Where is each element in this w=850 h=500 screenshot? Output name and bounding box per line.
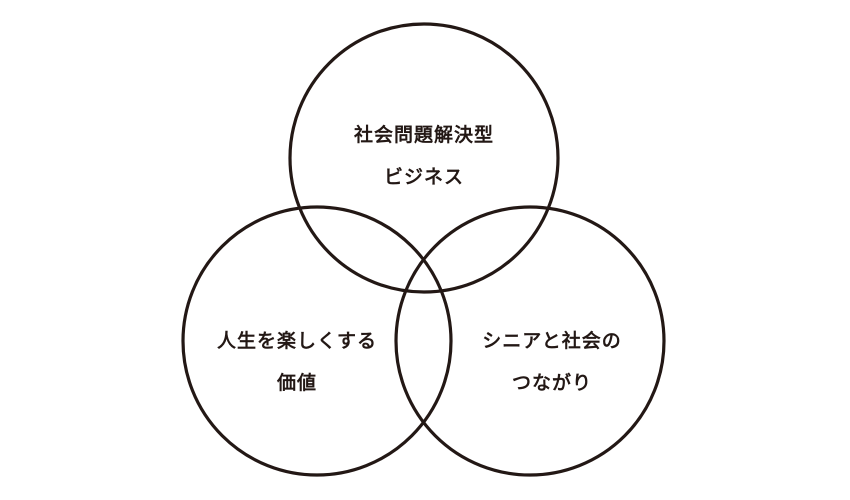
circle-top-label-line-2: ビジネス [383,166,464,188]
circle-right-label-line-2: つながり [511,372,592,394]
circle-right-label-line-1: シニアと社会の [482,330,622,352]
circle-top [288,22,560,294]
circle-left [181,205,453,477]
circle-left-label-line-2: 価値 [276,372,317,394]
circle-right [394,205,666,477]
circle-top-label: 社会問題解決型 ビジネス [304,114,544,198]
circle-right-label: シニアと社会の つながり [432,320,672,404]
circle-top-label-line-1: 社会問題解決型 [353,124,494,146]
circle-left-label: 人生を楽しくする 価値 [177,320,417,404]
circle-left-label-line-1: 人生を楽しくする [216,330,377,352]
